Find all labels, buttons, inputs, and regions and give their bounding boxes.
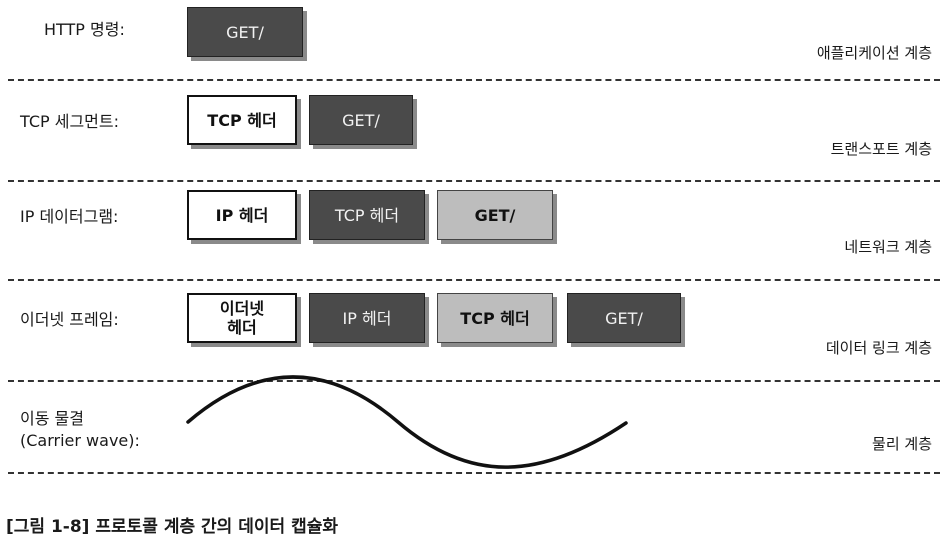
layer-label-network: 네트워크 계층 [844, 238, 932, 256]
packet-box-ip-header: IP 헤더 [187, 190, 297, 240]
layer-label-data-link: 데이터 링크 계층 [825, 339, 932, 357]
packet-box-tcp-header: TCP 헤더 [309, 190, 425, 240]
row-label-http-command: HTTP 명령: [44, 20, 125, 39]
divider [8, 472, 940, 474]
divider [8, 180, 940, 182]
layer-label-physical: 물리 계층 [872, 435, 932, 453]
layer-label-transport: 트랜스포트 계층 [830, 140, 932, 158]
row-label-ethernet-frame: 이더넷 프레임: [20, 310, 119, 329]
packet-box-ip-header: IP 헤더 [309, 293, 425, 343]
row-label-carrier-wave: 이동 물결 (Carrier wave): [20, 409, 140, 450]
figure-caption: [그림 1-8] 프로토콜 계층 간의 데이터 캡슐화 [6, 517, 339, 537]
divider [8, 79, 940, 81]
row-label-ip-datagram: IP 데이터그램: [20, 207, 119, 226]
row-label-tcp-segment: TCP 세그먼트: [20, 112, 120, 131]
divider [8, 279, 940, 281]
divider [8, 380, 940, 382]
packet-box-tcp-header: TCP 헤더 [437, 293, 553, 343]
packet-box-get: GET/ [309, 95, 413, 145]
packet-box-get: GET/ [567, 293, 681, 343]
packet-box-get: GET/ [437, 190, 553, 240]
packet-box-ethernet-header: 이더넷 헤더 [187, 293, 297, 343]
carrier-wave-curve [186, 375, 628, 469]
layer-label-application: 애플리케이션 계층 [816, 44, 932, 62]
packet-box-get: GET/ [187, 7, 303, 57]
packet-box-tcp-header: TCP 헤더 [187, 95, 297, 145]
